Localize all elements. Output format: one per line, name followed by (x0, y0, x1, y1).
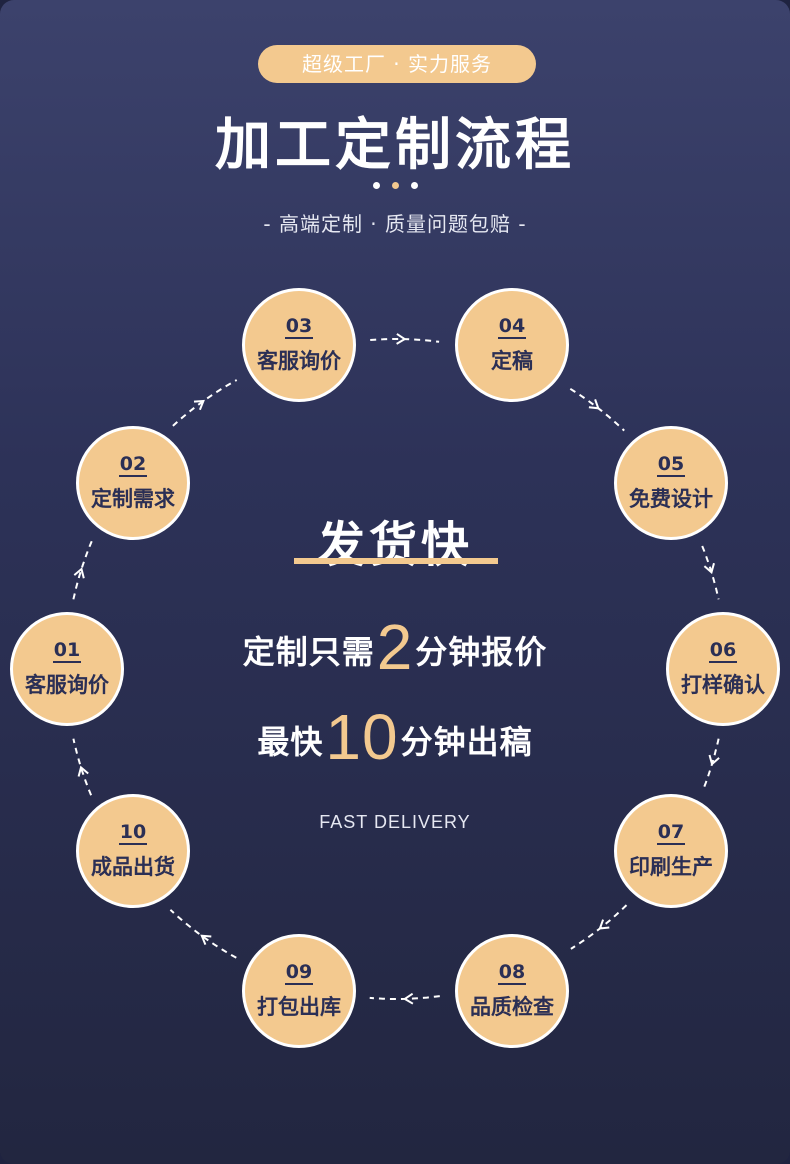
dot-left (373, 182, 380, 189)
step-number: 02 (118, 453, 148, 477)
draft-suffix: 分钟出稿 (400, 723, 533, 761)
quote-suffix: 分钟报价 (415, 633, 548, 671)
step-number: 03 (284, 315, 314, 339)
step-number: 09 (284, 961, 314, 985)
ring-arrows (73, 333, 720, 1005)
connector-arc (569, 387, 625, 432)
step-06: 06 打样确认 (666, 612, 780, 726)
quote-time-line: 定制只需2分钟报价 (0, 610, 790, 684)
fast-delivery-caption: FAST DELIVERY (319, 812, 471, 832)
step-label: 免费设计 (629, 487, 713, 511)
connector-arc (570, 904, 628, 950)
connector-arrow-icon (402, 992, 414, 1005)
page-title: 加工定制流程 (215, 113, 575, 178)
dot-right (411, 182, 418, 189)
step-label: 打包出库 (257, 995, 341, 1019)
connector-arrow-icon (77, 765, 89, 777)
connector-arc (172, 379, 238, 427)
step-09: 09 打包出库 (242, 934, 356, 1048)
step-label: 品质检查 (470, 995, 554, 1019)
quote-minutes: 2 (376, 611, 414, 683)
step-10: 10 成品出货 (76, 794, 190, 908)
connector-arc (169, 909, 237, 959)
step-number: 08 (497, 961, 527, 985)
connector-arrow-icon (396, 333, 407, 345)
step-label: 印刷生产 (629, 855, 713, 879)
connector-arrow-icon (598, 919, 610, 930)
center-title-underline (294, 558, 498, 564)
step-number: 01 (52, 639, 82, 663)
step-number: 07 (656, 821, 686, 845)
title-dots-decoration (373, 182, 423, 190)
step-08: 08 品质检查 (455, 934, 569, 1048)
step-label: 定制需求 (91, 487, 175, 511)
step-label: 打样确认 (681, 673, 765, 697)
quote-prefix: 定制只需 (242, 633, 375, 671)
header-badge: 超级工厂 · 实力服务 (258, 45, 536, 83)
draft-minutes: 10 (325, 701, 399, 773)
step-label: 客服询价 (25, 673, 109, 697)
connector-arrow-icon (193, 399, 205, 411)
connector-arrow-icon (708, 754, 720, 766)
page-subtitle: - 高端定制 · 质量问题包赔 - (263, 212, 527, 236)
step-label: 成品出货 (91, 855, 175, 879)
step-label: 定稿 (491, 349, 533, 373)
step-number: 05 (656, 453, 686, 477)
connector-arc (72, 738, 93, 796)
step-02: 02 定制需求 (76, 426, 190, 540)
draft-time-line: 最快10分钟出稿 (0, 700, 790, 774)
step-03: 03 客服询价 (242, 288, 356, 402)
dot-middle (392, 182, 399, 189)
connector-arrow-icon (73, 567, 85, 579)
draft-prefix: 最快 (257, 723, 324, 761)
step-number: 04 (497, 315, 527, 339)
step-01: 01 客服询价 (10, 612, 124, 726)
step-07: 07 印刷生产 (614, 794, 728, 908)
step-05: 05 免费设计 (614, 426, 728, 540)
step-label: 客服询价 (257, 349, 341, 373)
step-number: 10 (118, 821, 148, 845)
step-04: 04 定稿 (455, 288, 569, 402)
step-number: 06 (708, 639, 738, 663)
connector-arrow-icon (200, 934, 212, 945)
center-title: 发货快 (316, 517, 473, 573)
connector-arrow-icon (703, 562, 715, 575)
connector-arrow-icon (588, 399, 600, 410)
